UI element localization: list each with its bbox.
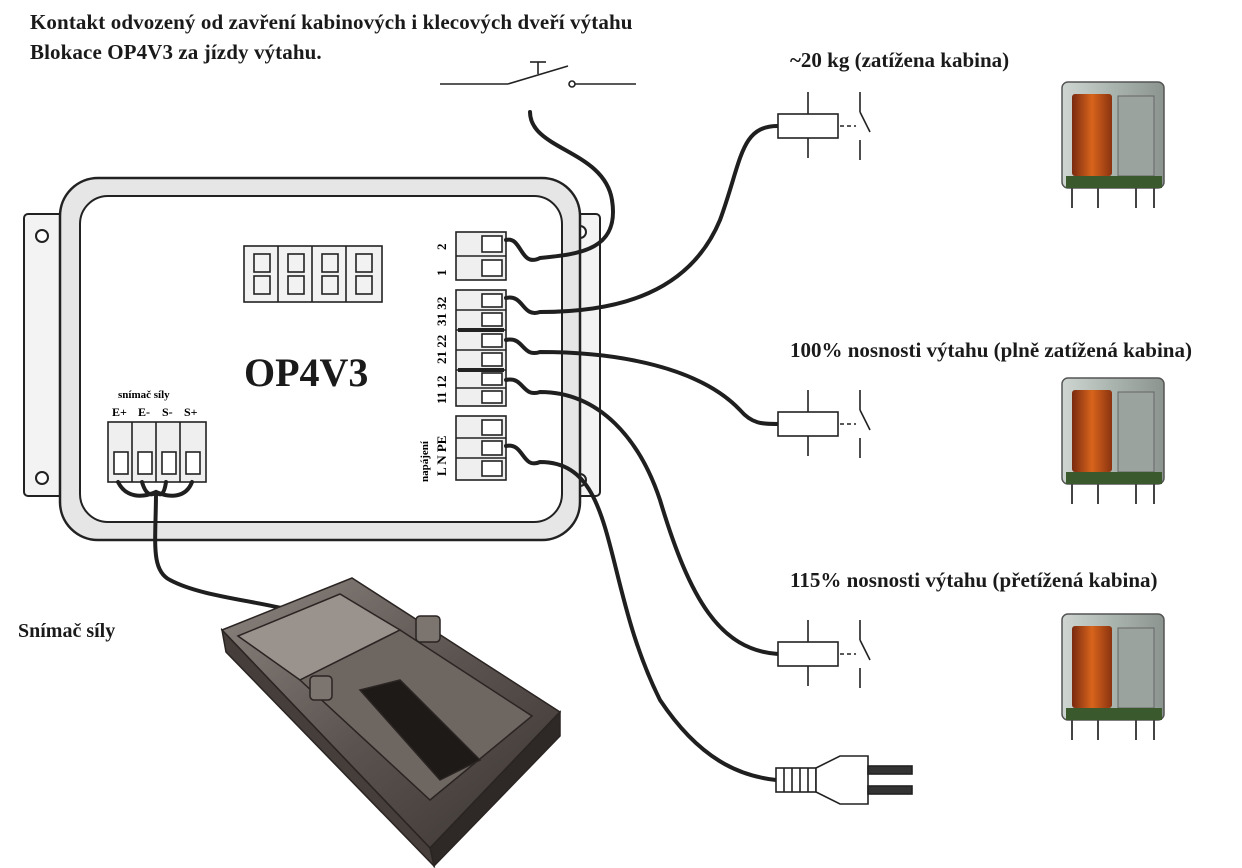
relay-symbol-115 bbox=[777, 620, 871, 688]
terminal-label-11-12: 11 12 bbox=[434, 375, 449, 404]
relay-label-100: 100% nosnosti výtahu (plně zatížená kabi… bbox=[790, 338, 1192, 362]
sensor-terminal-block bbox=[107, 421, 207, 483]
load-cell-photo bbox=[220, 577, 562, 868]
terminal-label-21-22: 21 22 bbox=[434, 335, 449, 364]
relay-symbol-100 bbox=[777, 390, 871, 458]
sensor-pin-labels: E+ E- S- S+ bbox=[112, 405, 198, 419]
pin-s-minus: S- bbox=[162, 405, 173, 419]
relay-photo-115 bbox=[1061, 613, 1165, 740]
door-contact-symbol bbox=[440, 61, 636, 88]
seven-segment-display bbox=[243, 245, 383, 303]
header-line-1: Kontakt odvozený od zavření kabinových i… bbox=[30, 10, 633, 34]
terminal-block-relays bbox=[455, 289, 507, 407]
relay-label-20kg: ~20 kg (zatížena kabina) bbox=[790, 48, 1010, 72]
pin-e-minus: E- bbox=[138, 405, 150, 419]
terminal-label-31-32: 31 32 bbox=[434, 297, 449, 326]
terminal-label-2: 2 bbox=[434, 244, 449, 251]
relay-photo-20kg bbox=[1061, 81, 1165, 208]
pin-e-plus: E+ bbox=[112, 405, 127, 419]
terminal-label-2-1: 1 bbox=[434, 270, 449, 277]
wires bbox=[116, 110, 780, 782]
terminal-block-power bbox=[455, 415, 507, 481]
terminal-block-1-2 bbox=[455, 231, 507, 281]
sensor-terminal-label: snímač síly bbox=[118, 389, 170, 401]
power-pins-label: L N PE bbox=[434, 436, 449, 476]
power-plug bbox=[775, 755, 913, 805]
relay-photo-100 bbox=[1061, 377, 1165, 504]
header-line-2: Blokace OP4V3 za jízdy výtahu. bbox=[30, 40, 322, 64]
pin-s-plus: S+ bbox=[184, 405, 198, 419]
load-cell-label: Snímač síly bbox=[18, 620, 116, 642]
relay-label-115: 115% nosnosti výtahu (přetížená kabina) bbox=[790, 568, 1158, 592]
relay-symbol-20kg bbox=[777, 92, 871, 160]
power-label: napájení bbox=[419, 440, 431, 482]
device-title: OP4V3 bbox=[244, 350, 368, 395]
